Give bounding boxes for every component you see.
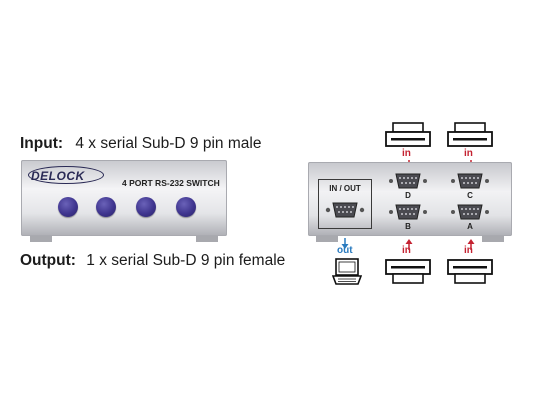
connector-plug-icon	[447, 259, 493, 284]
in-out-label: IN / OUT	[329, 184, 361, 193]
port-label-a: A	[467, 222, 473, 231]
out-label: out	[337, 245, 353, 256]
front-foot-right	[196, 236, 218, 242]
port-label-c: C	[467, 191, 473, 200]
in-label-d: in	[402, 148, 411, 159]
brand-logo: DELOCK	[31, 169, 85, 183]
db9-port-icon	[389, 204, 427, 220]
output-label: Output:	[20, 252, 76, 269]
input-text: 4 x serial Sub-D 9 pin male	[75, 135, 262, 152]
db9-port-icon	[451, 204, 489, 220]
db9-port-icon	[325, 202, 365, 218]
model-label: 4 PORT RS-232 SWITCH	[122, 178, 220, 188]
front-foot-left	[30, 236, 52, 242]
logo-ring	[28, 166, 104, 184]
output-text: 1 x serial Sub-D 9 pin female	[86, 252, 286, 269]
input-spec: Input: 4 x serial Sub-D 9 pin male	[20, 135, 261, 153]
db9-port-icon	[451, 173, 489, 189]
db9-port-icon	[389, 173, 427, 189]
in-label-a: in	[464, 245, 473, 256]
selector-button-3[interactable]	[136, 197, 156, 217]
arrow-up-icon	[467, 239, 475, 250]
connector-plug-icon	[447, 122, 493, 147]
connector-plug-icon	[385, 122, 431, 147]
port-label-d: D	[405, 191, 411, 200]
port-label-b: B	[405, 222, 411, 231]
selector-button-1[interactable]	[58, 197, 78, 217]
rear-foot-right	[482, 236, 504, 242]
in-out-panel: IN / OUT	[318, 179, 372, 229]
input-label: Input:	[20, 135, 64, 152]
switch-rear: IN / OUT D C B A	[308, 162, 512, 236]
selector-button-2[interactable]	[96, 197, 116, 217]
output-spec: Output: 1 x serial Sub-D 9 pin female	[20, 252, 285, 270]
in-label-c: in	[464, 148, 473, 159]
connector-plug-icon	[385, 259, 431, 284]
arrow-down-icon	[341, 238, 349, 249]
arrow-up-icon	[405, 239, 413, 250]
switch-front: DELOCK 4 PORT RS-232 SWITCH	[21, 160, 227, 236]
rear-foot-left	[316, 236, 338, 242]
in-label-b: in	[402, 245, 411, 256]
selector-button-4[interactable]	[176, 197, 196, 217]
laptop-icon	[332, 258, 362, 285]
